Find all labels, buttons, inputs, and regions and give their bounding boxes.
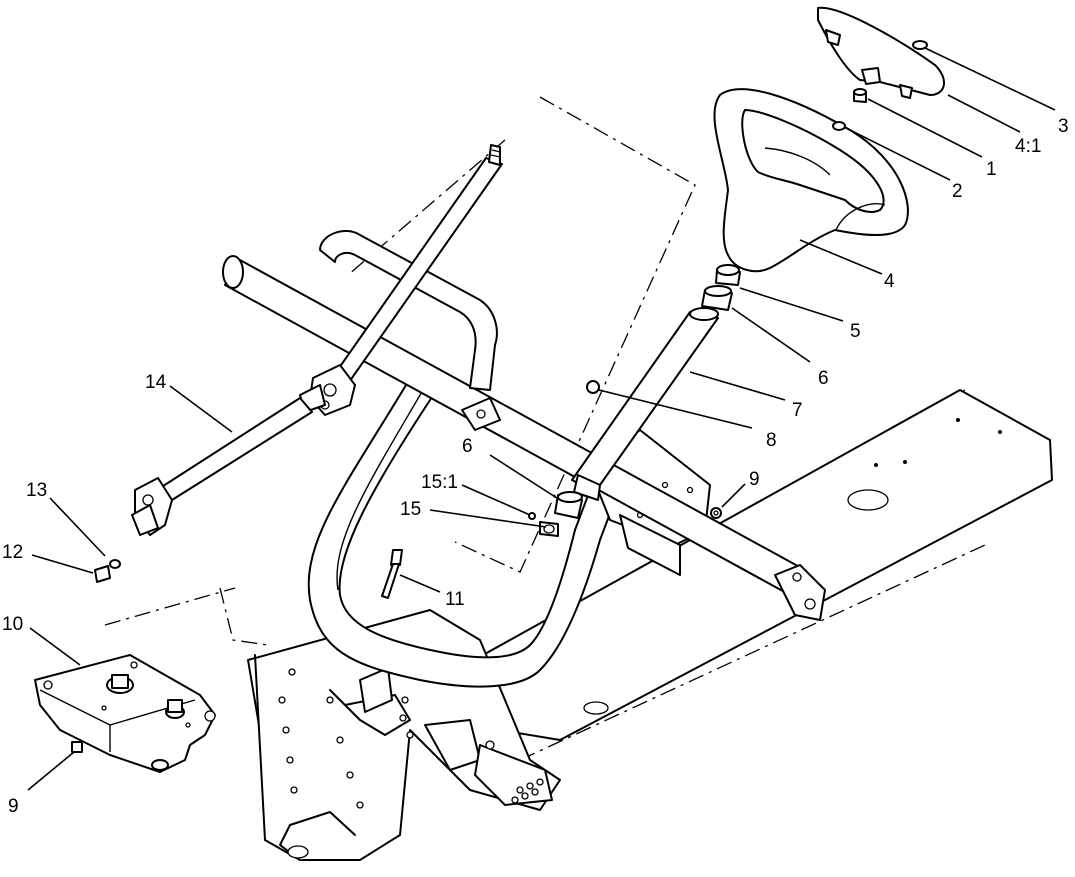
leader-lines [27,47,1056,791]
callout-13: 13 [26,480,47,501]
nut-1 [853,88,867,103]
bushing-5 [715,264,741,286]
bolt-11 [381,549,403,599]
callout-6-upper: 6 [818,368,829,389]
callout-12: 12 [2,542,23,563]
callout-15: 15 [400,499,421,520]
bushing-6-lower [554,491,583,519]
callout-3: 3 [1058,116,1069,137]
washer-2 [832,121,846,131]
callout-4-1: 4:1 [1015,136,1041,157]
callout-labels: 1 2 3 4:1 4 5 6 7 8 6 15:1 15 9 11 14 13… [2,116,1069,817]
callout-6-lower: 6 [462,436,473,457]
wheel-cap [817,6,945,99]
callout-9-upper: 9 [749,469,760,490]
callout-10: 10 [2,614,23,635]
callout-9-lower: 9 [8,796,19,817]
setscrew-15-1 [528,512,536,520]
steering-gearbox [34,654,216,773]
callout-8: 8 [766,430,777,451]
bushing-6-upper [701,285,733,311]
callout-7: 7 [792,400,803,421]
bolt-12 [94,565,111,583]
ball-8 [586,380,600,394]
lower-u-joint [131,477,173,536]
callout-2: 2 [952,181,963,202]
callout-11: 11 [445,589,465,610]
collar-15 [539,521,559,537]
callout-5: 5 [850,321,861,342]
lower-steering-shaft [159,397,313,501]
nut-9-lower [71,741,83,753]
callout-1: 1 [986,159,997,180]
u-tube-frame [307,369,616,688]
washer-13 [109,559,121,569]
callout-15-1: 15:1 [421,472,458,493]
callout-4: 4 [884,271,895,292]
callout-14: 14 [145,372,167,393]
